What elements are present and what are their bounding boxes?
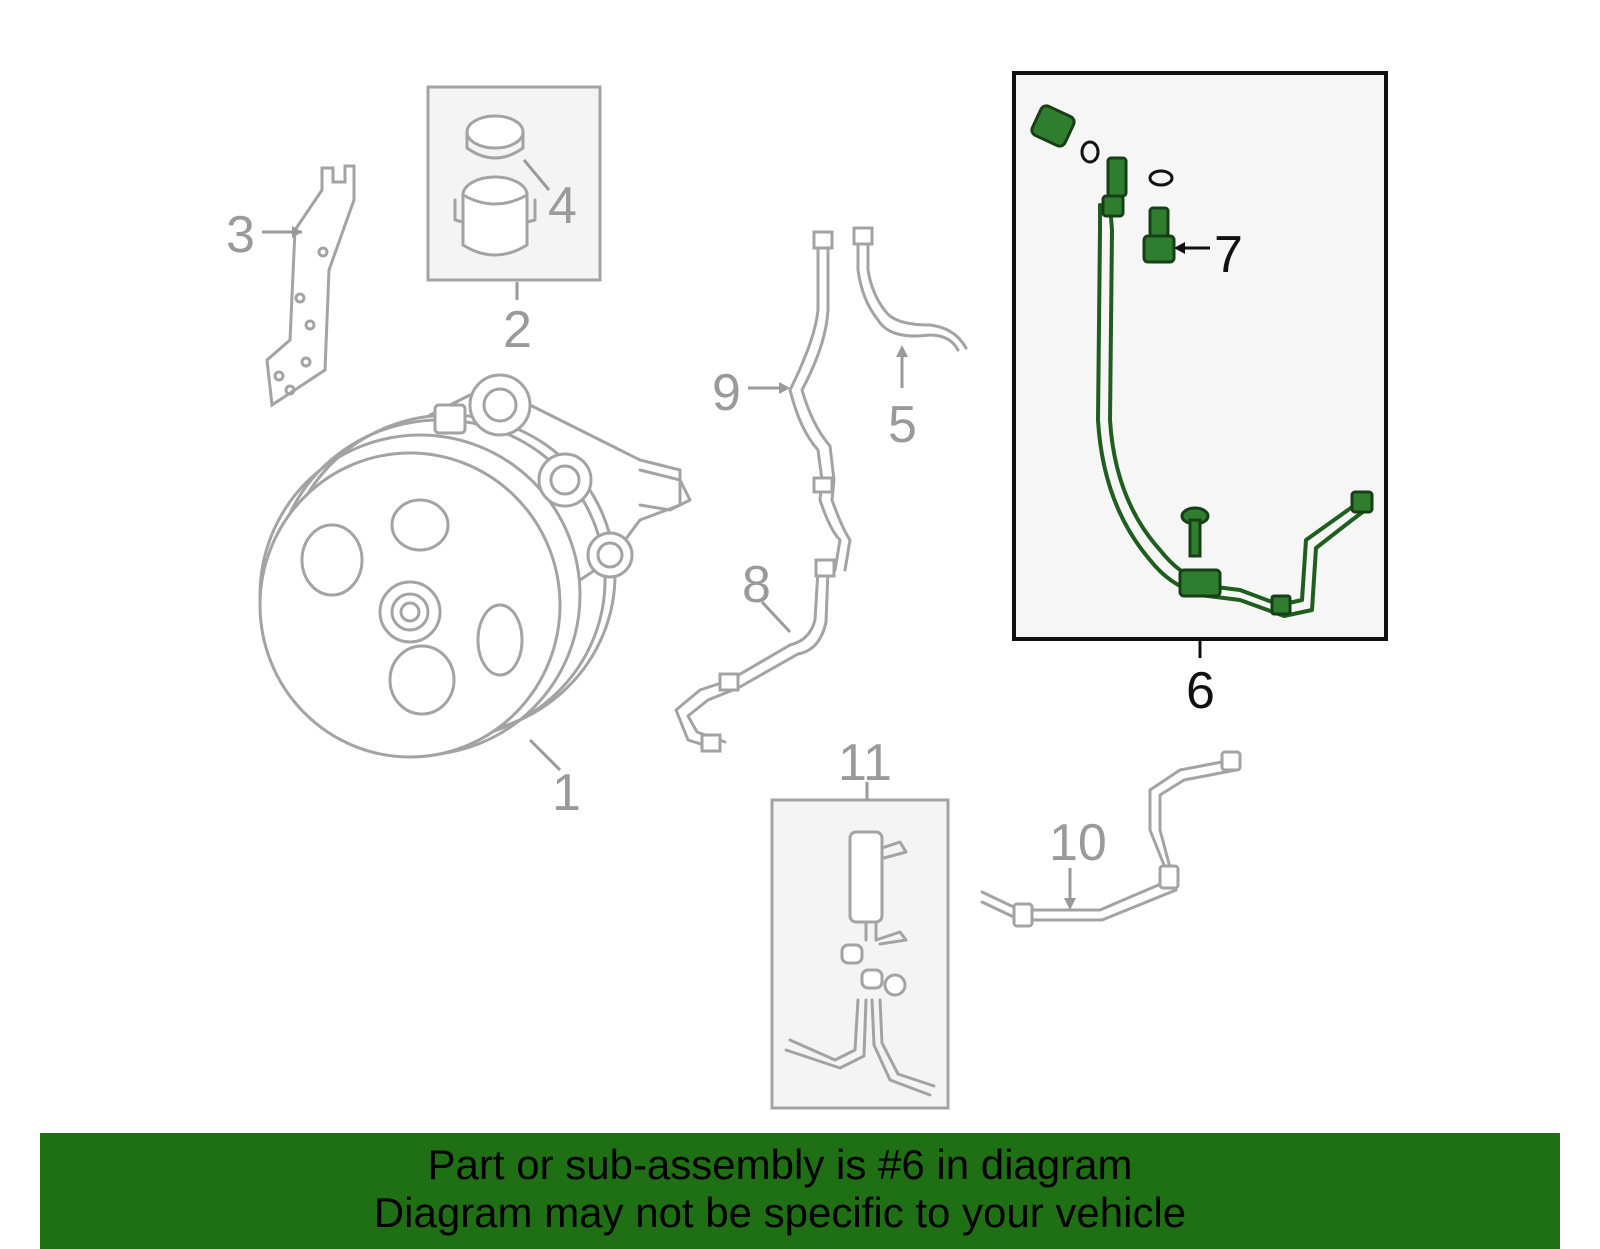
part-3-bracket xyxy=(265,164,356,408)
banner-line-1: Part or sub-assembly is #6 in diagram xyxy=(427,1141,1133,1188)
hose-fitting xyxy=(852,226,874,246)
callout-6: 6 xyxy=(1186,662,1215,720)
line-fitting xyxy=(700,733,722,753)
part-7-sensor xyxy=(1142,206,1176,264)
line-fitting xyxy=(812,230,834,250)
callout-9: 9 xyxy=(712,364,741,422)
line-fitting xyxy=(718,672,740,692)
callout-4: 4 xyxy=(548,177,577,235)
part-6-hose-assembly xyxy=(1030,104,1374,618)
bracket-hole xyxy=(294,292,306,304)
part-2-filter xyxy=(453,175,537,257)
arrow-3 xyxy=(292,226,302,238)
leader-1 xyxy=(528,738,562,772)
info-banner: Part or sub-assembly is #6 in diagram Di… xyxy=(40,1133,1560,1249)
arrow-9 xyxy=(779,382,790,394)
line-fitting xyxy=(814,558,836,578)
part-5-hose xyxy=(856,230,960,352)
callout-3: 3 xyxy=(226,206,255,264)
callout-5: 5 xyxy=(888,396,917,454)
line-fitting xyxy=(812,476,834,494)
part-10-line xyxy=(980,758,1234,912)
callout-7: 7 xyxy=(1214,226,1243,284)
part-4-cap xyxy=(465,114,525,160)
callout-2: 2 xyxy=(503,301,532,359)
line-fitting xyxy=(1220,750,1242,772)
line-clip xyxy=(1012,902,1034,928)
arrow-10 xyxy=(1064,898,1076,910)
banner-line-2: Diagram may not be specific to your vehi… xyxy=(373,1189,1187,1236)
arrow-5 xyxy=(896,345,908,357)
bracket-hole xyxy=(300,356,312,368)
part-8-line xyxy=(674,568,820,752)
bracket-hole xyxy=(317,246,329,258)
arrow-7 xyxy=(1174,242,1185,254)
callout-11: 11 xyxy=(838,734,892,792)
callout-10: 10 xyxy=(1049,814,1107,872)
part-6-bolt xyxy=(1180,506,1210,558)
bracket-hole xyxy=(273,370,285,382)
bracket-hole xyxy=(284,384,296,396)
line-clip xyxy=(1158,864,1180,890)
part-9-line xyxy=(788,236,842,572)
callout-1: 1 xyxy=(552,764,581,822)
bracket-hole xyxy=(304,319,316,331)
leader-8 xyxy=(760,600,792,634)
part-11-cooler xyxy=(784,830,936,1097)
leader-4 xyxy=(522,159,551,191)
part-1-pump xyxy=(258,373,692,759)
callout-8: 8 xyxy=(742,556,771,614)
